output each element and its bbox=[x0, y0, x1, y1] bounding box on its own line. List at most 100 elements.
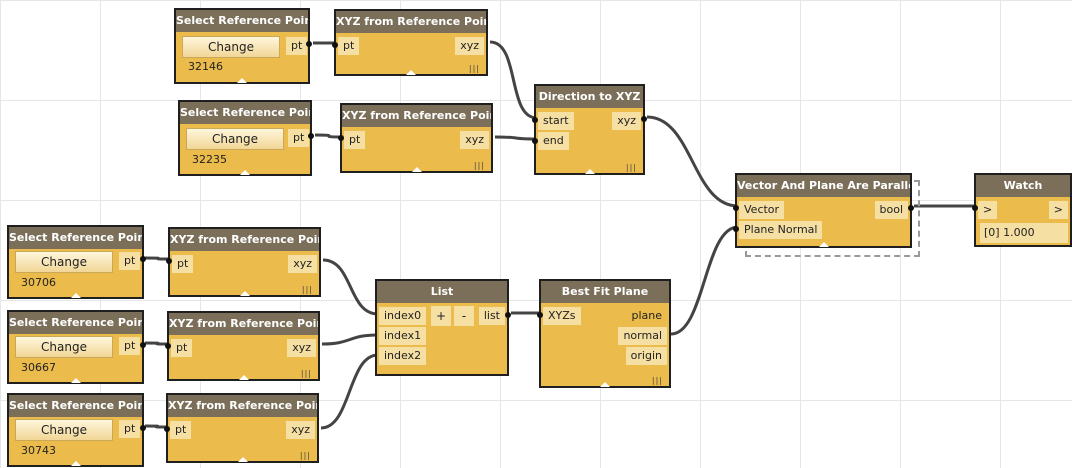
xyz-output-port[interactable]: xyz bbox=[287, 339, 316, 357]
index2-input-port[interactable]: index2 bbox=[379, 347, 427, 365]
pt-input-port[interactable]: pt bbox=[172, 255, 194, 273]
xyz-output-port[interactable]: xyz bbox=[286, 421, 315, 439]
node-expand-arrow[interactable] bbox=[411, 167, 422, 172]
add-input-button[interactable]: + bbox=[431, 306, 451, 326]
watch-value-display: [0] 1.000 bbox=[980, 223, 1068, 243]
vector-input-connector[interactable] bbox=[733, 205, 739, 211]
pt-output-port[interactable]: pt bbox=[286, 37, 308, 55]
wire-9[interactable] bbox=[321, 333, 379, 346]
output-connector[interactable] bbox=[140, 425, 146, 431]
input-connector[interactable] bbox=[165, 343, 171, 349]
watch-input-port[interactable]: > bbox=[978, 201, 998, 219]
node-title: Select Reference Point bbox=[9, 312, 142, 334]
input-connector[interactable] bbox=[166, 258, 172, 264]
change-button[interactable]: Change bbox=[15, 419, 113, 441]
node-expand-arrow[interactable] bbox=[240, 170, 250, 175]
output-connector[interactable] bbox=[140, 342, 146, 348]
pt-output-port[interactable]: pt bbox=[288, 129, 310, 147]
xyz-output-port[interactable]: xyz bbox=[455, 37, 484, 55]
wire-12[interactable] bbox=[646, 115, 739, 208]
list-node[interactable]: List index0 index1 index2 + - list bbox=[375, 279, 511, 376]
plane-normal-input-port[interactable]: Plane Normal bbox=[739, 221, 823, 239]
xyz-from-reference-point-node-4[interactable]: XYZ from Reference Point pt xyz ||| bbox=[165, 311, 320, 381]
vector-and-plane-are-parallel-node[interactable]: Vector And Plane Are Parallel Vector Pla… bbox=[733, 173, 914, 248]
select-reference-point-node-3[interactable]: Select Reference Point Change pt 30706 bbox=[7, 225, 146, 299]
node-expand-arrow[interactable] bbox=[70, 378, 81, 383]
xyz-from-reference-point-node-1[interactable]: XYZ from Reference Point pt xyz ||| bbox=[332, 9, 488, 76]
start-input-connector[interactable] bbox=[532, 117, 538, 123]
node-title: Vector And Plane Are Parallel bbox=[737, 175, 910, 197]
end-input-port[interactable]: end bbox=[538, 132, 569, 150]
select-reference-point-node-4[interactable]: Select Reference Point Change pt 30667 bbox=[7, 310, 146, 384]
output-connector[interactable] bbox=[306, 41, 312, 47]
pt-output-port[interactable]: pt bbox=[119, 337, 141, 355]
input-connector[interactable] bbox=[338, 135, 344, 141]
input-connector[interactable] bbox=[972, 205, 978, 211]
change-button[interactable]: Change bbox=[15, 251, 113, 273]
pt-input-port[interactable]: pt bbox=[344, 131, 366, 149]
normal-output-port[interactable]: normal bbox=[618, 327, 667, 345]
wire-6[interactable] bbox=[489, 40, 538, 120]
origin-output-port[interactable]: origin bbox=[625, 347, 667, 365]
pt-output-port[interactable]: pt bbox=[119, 420, 141, 438]
wire-3[interactable] bbox=[144, 256, 172, 261]
node-expand-arrow[interactable] bbox=[239, 291, 250, 296]
xyz-from-reference-point-node-5[interactable]: XYZ from Reference Point pt xyz ||| bbox=[164, 393, 319, 463]
xyzs-input-port[interactable]: XYZs bbox=[543, 307, 581, 325]
end-input-connector[interactable] bbox=[532, 138, 538, 144]
wire-13[interactable] bbox=[670, 225, 739, 336]
watch-node[interactable]: Watch > > [0] 1.000 bbox=[972, 173, 1072, 247]
xyz-output-port[interactable]: xyz bbox=[288, 255, 317, 273]
plane-output-port[interactable]: plane bbox=[631, 309, 662, 322]
output-connector[interactable] bbox=[641, 116, 647, 122]
start-input-port[interactable]: start bbox=[538, 112, 574, 130]
xyz-from-reference-point-node-3[interactable]: XYZ from Reference Point pt xyz ||| bbox=[166, 227, 321, 297]
xyz-output-port[interactable]: xyz bbox=[612, 112, 641, 130]
node-expand-arrow[interactable] bbox=[237, 457, 248, 462]
input-connector[interactable] bbox=[332, 42, 338, 48]
node-expand-arrow[interactable] bbox=[600, 382, 610, 387]
xyz-from-reference-point-node-2[interactable]: XYZ from Reference Point pt xyz ||| bbox=[338, 103, 493, 173]
wire-2[interactable] bbox=[314, 133, 344, 139]
wire-5[interactable] bbox=[144, 424, 170, 429]
xyz-output-port[interactable]: xyz bbox=[460, 131, 489, 149]
vector-input-port[interactable]: Vector bbox=[739, 201, 785, 219]
direction-to-xyz-node[interactable]: Direction to XYZ start end xyz ||| bbox=[532, 84, 647, 175]
list-output-port[interactable]: list bbox=[478, 307, 505, 325]
node-expand-arrow[interactable] bbox=[818, 242, 829, 247]
pt-output-port[interactable]: pt bbox=[119, 252, 141, 270]
change-button[interactable]: Change bbox=[15, 336, 113, 358]
best-fit-plane-node[interactable]: Best Fit Plane XYZs plane normal origin … bbox=[537, 279, 671, 388]
output-connector[interactable] bbox=[908, 205, 914, 211]
pt-input-port[interactable]: pt bbox=[170, 421, 192, 439]
output-connector[interactable] bbox=[505, 312, 511, 318]
index1-input-port[interactable]: index1 bbox=[379, 327, 427, 345]
node-expand-arrow[interactable] bbox=[237, 78, 247, 83]
remove-input-button[interactable]: - bbox=[454, 306, 474, 326]
wire-4[interactable] bbox=[144, 341, 171, 346]
output-connector[interactable] bbox=[308, 133, 314, 139]
index0-input-port[interactable]: index0 bbox=[379, 307, 427, 325]
node-expand-arrow[interactable] bbox=[584, 169, 595, 174]
pt-input-port[interactable]: pt bbox=[338, 37, 360, 55]
pt-input-port[interactable]: pt bbox=[171, 339, 193, 357]
plane-normal-input-connector[interactable] bbox=[733, 226, 739, 232]
select-reference-point-node-5[interactable]: Select Reference Point Change pt 30743 bbox=[7, 393, 146, 467]
watch-output-port[interactable]: > bbox=[1048, 201, 1068, 219]
change-button[interactable]: Change bbox=[186, 128, 284, 150]
wire-10[interactable] bbox=[320, 353, 379, 430]
bool-output-port[interactable]: bool bbox=[874, 201, 908, 219]
node-expand-arrow[interactable] bbox=[406, 70, 416, 75]
wire-7[interactable] bbox=[494, 135, 538, 141]
node-expand-arrow[interactable] bbox=[70, 293, 81, 298]
select-reference-point-node-1[interactable]: Select Reference Point Change pt 32146 bbox=[174, 8, 312, 84]
input-connector[interactable] bbox=[537, 312, 543, 318]
node-expand-arrow[interactable] bbox=[70, 461, 81, 466]
select-reference-point-node-2[interactable]: Select Reference Point Change pt 32235 bbox=[178, 100, 314, 176]
wire-8[interactable] bbox=[322, 258, 379, 316]
change-button[interactable]: Change bbox=[182, 36, 280, 58]
input-connector[interactable] bbox=[164, 426, 170, 432]
element-id: 30706 bbox=[21, 276, 56, 289]
node-expand-arrow[interactable] bbox=[238, 375, 249, 380]
output-connector[interactable] bbox=[140, 256, 146, 262]
